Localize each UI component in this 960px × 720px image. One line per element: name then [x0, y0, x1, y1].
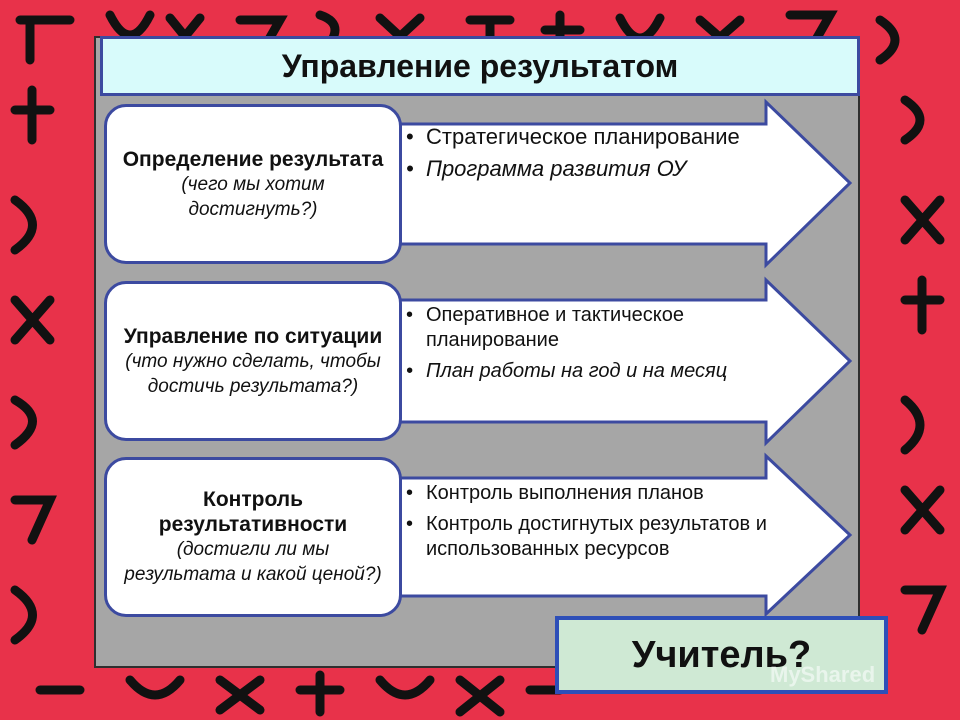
page-title: Управление результатом — [281, 47, 679, 84]
label-bold: Определение результата — [122, 147, 384, 171]
bullet-item: Оперативное и тактическое планирование — [404, 303, 764, 353]
watermark: MyShared — [770, 662, 876, 687]
bullet-item: Программа развития ОУ — [404, 156, 764, 182]
bullet-item: Контроль выполнения планов — [404, 481, 774, 506]
title-banner: Управление результатом — [100, 36, 860, 96]
bullet-item: Стратегическое планирование — [404, 124, 764, 150]
label-box-row-2: Управление по ситуации (что нужно сделат… — [104, 281, 402, 441]
label-italic: (что нужно сделать, чтобы достичь резуль… — [125, 350, 381, 397]
label-italic: (чего мы хотим достигнуть?) — [181, 173, 325, 220]
bullets-row-1: Стратегическое планирование Программа ра… — [404, 124, 764, 188]
label-italic: (достигли ли мы результата и какой ценой… — [124, 539, 382, 585]
bullet-item: План работы на год и на месяц — [404, 359, 764, 384]
label-bold: Контроль результативности — [158, 488, 348, 536]
teacher-box: Учитель? — [555, 616, 888, 694]
teacher-label: Учитель? — [631, 633, 812, 676]
bullets-row-3: Контроль выполнения планов Контроль дост… — [404, 481, 774, 568]
bullets-row-2: Оперативное и тактическое планирование П… — [404, 303, 764, 390]
label-box-row-3: Контроль результативности (достигли ли м… — [104, 457, 402, 617]
bullet-item: Контроль достигнутых результатов и испол… — [404, 512, 774, 562]
label-bold: Управление по ситуации — [123, 324, 383, 348]
label-box-row-1: Определение результата (чего мы хотим до… — [104, 104, 402, 264]
